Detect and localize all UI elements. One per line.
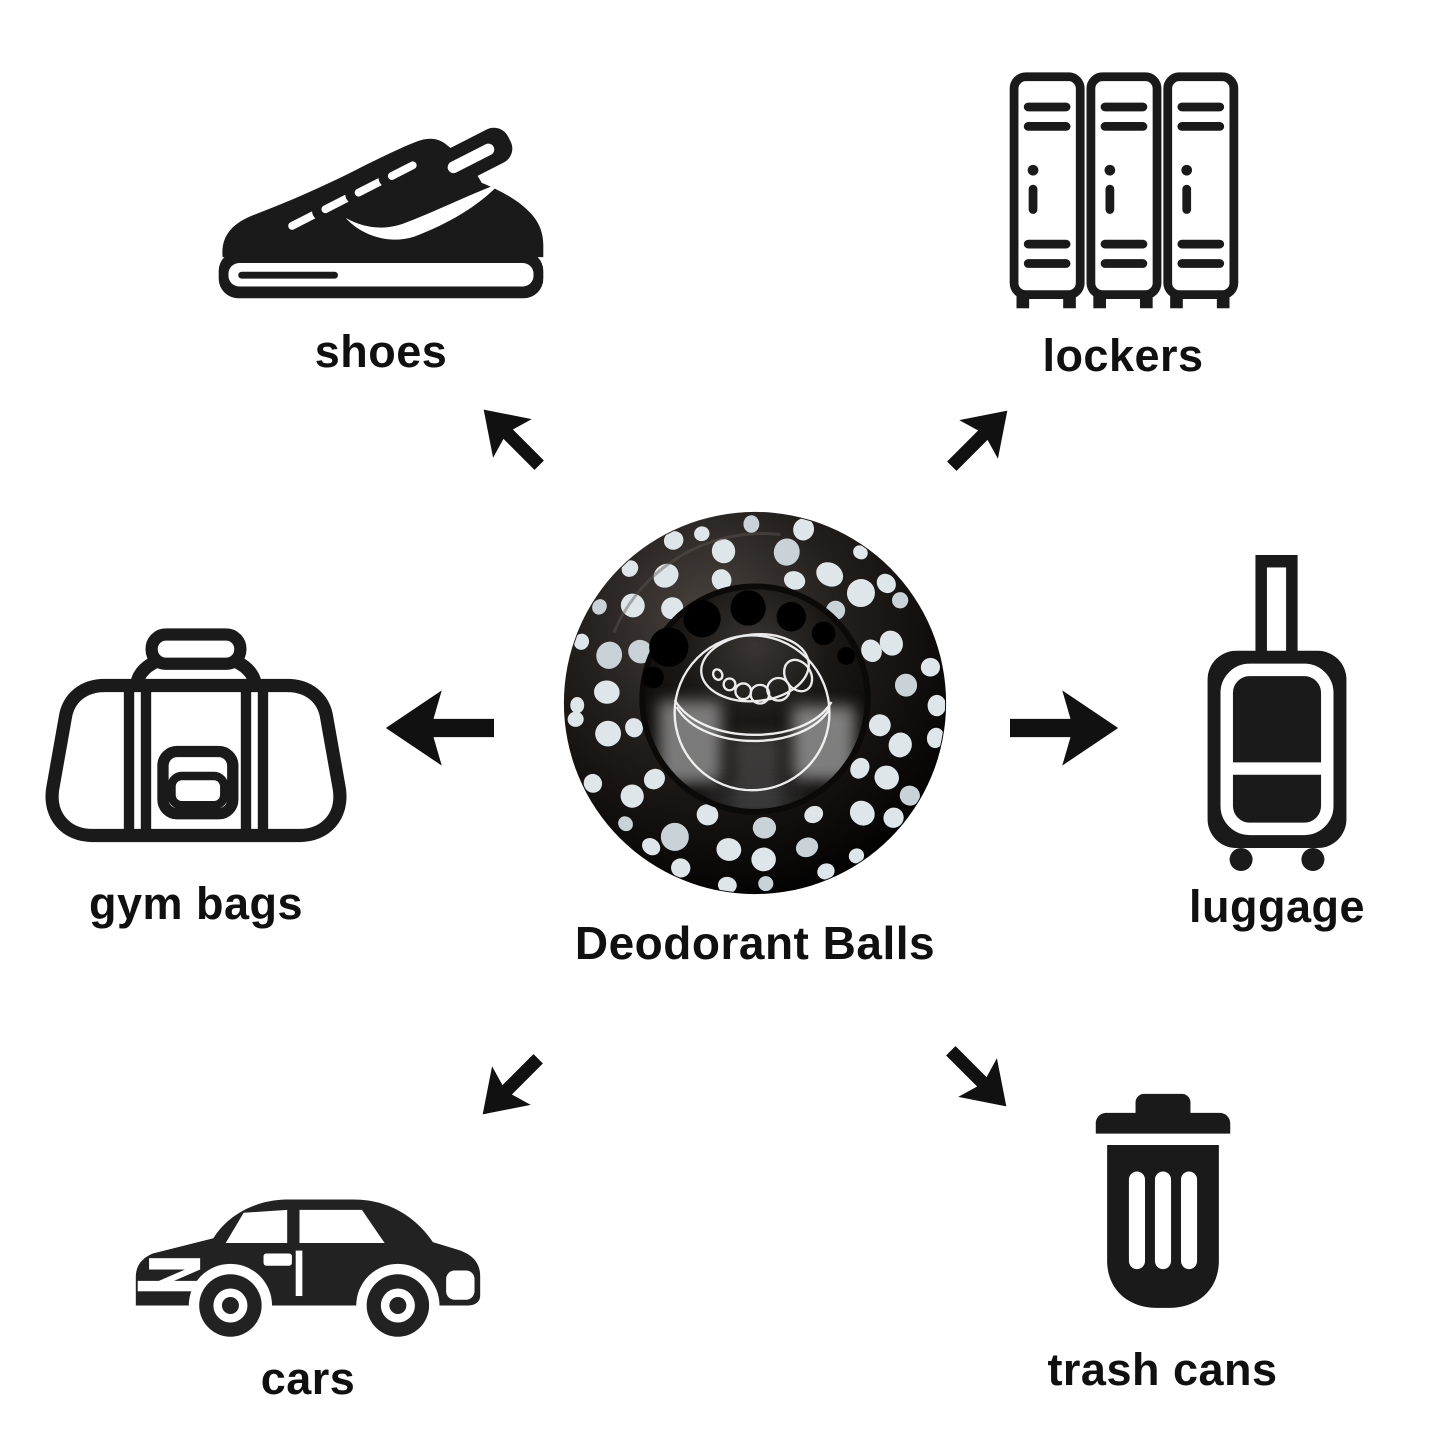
center-product: Deodorant Balls bbox=[553, 507, 957, 967]
arrow-to-luggage-icon bbox=[1010, 684, 1120, 772]
arrow-to-trash-cans-icon bbox=[928, 1028, 1030, 1130]
use-case-gym-bags: gym bags bbox=[35, 610, 357, 927]
use-case-lockers: lockers bbox=[1002, 70, 1244, 379]
car-icon bbox=[135, 1199, 481, 1348]
use-case-cars: cars bbox=[122, 1156, 494, 1402]
arrow-to-gym-bags-icon bbox=[384, 684, 494, 772]
arrow-to-cars-icon bbox=[459, 1036, 561, 1138]
product-label: Deodorant Balls bbox=[574, 917, 936, 969]
use-case-label: gym bags bbox=[88, 878, 304, 929]
arrow-to-shoes-icon bbox=[460, 386, 562, 488]
trash-can-icon bbox=[1095, 1093, 1230, 1308]
duffel-bag-icon bbox=[45, 628, 347, 843]
rolling-suitcase-icon bbox=[1207, 555, 1347, 871]
use-case-luggage: luggage bbox=[1187, 555, 1367, 930]
lockers-icon bbox=[1009, 72, 1239, 309]
ball-vent-holes bbox=[642, 590, 855, 689]
use-case-shoes: shoes bbox=[195, 126, 567, 375]
use-case-label: lockers bbox=[1042, 330, 1204, 381]
use-case-label: trash cans bbox=[1047, 1344, 1278, 1395]
use-case-label: luggage bbox=[1188, 881, 1365, 932]
use-case-trash-cans: trash cans bbox=[1045, 1092, 1280, 1393]
sneaker-icon bbox=[218, 127, 544, 299]
arrow-to-lockers-icon bbox=[929, 387, 1031, 489]
use-case-label: shoes bbox=[314, 326, 448, 377]
ball-polka-dots bbox=[567, 515, 946, 894]
ball-line-art bbox=[673, 633, 833, 792]
use-case-label: cars bbox=[260, 1353, 356, 1404]
deodorant-ball-image bbox=[563, 511, 947, 895]
